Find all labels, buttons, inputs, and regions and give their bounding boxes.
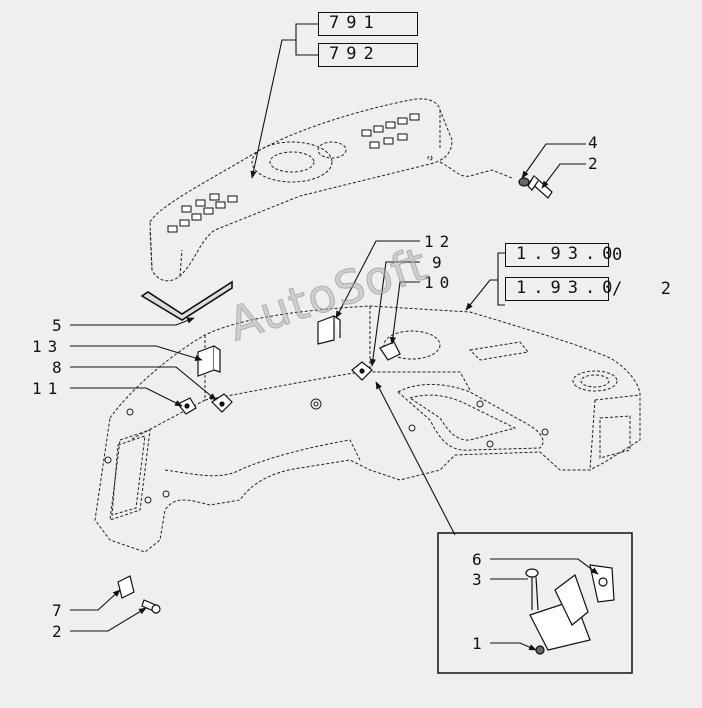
part-label-5: 5 (52, 316, 68, 335)
part-label-9: 9 (432, 253, 448, 272)
instrument-panel-cover (149, 98, 513, 282)
part-label-13: 13 (32, 337, 64, 356)
part-label-11: 11 (32, 379, 64, 398)
part-label-10: 10 (424, 273, 456, 292)
bolt-and-washer-top (518, 175, 553, 199)
ref-box-1930: 1.93.0 (505, 243, 612, 267)
ref-box-791: 791 (318, 12, 418, 36)
part-label-4: 4 (588, 133, 604, 152)
ref-box-19302: 1.93.0 (505, 277, 612, 301)
part-label-12: 12 (424, 232, 456, 251)
bolt-and-clip-bottom (117, 575, 161, 614)
part-label-3: 3 (472, 570, 488, 589)
clip-9 (351, 361, 373, 381)
dashboard-body (94, 305, 641, 553)
part-label-2-top: 2 (588, 154, 604, 173)
switch-row-left (167, 193, 238, 233)
part-label-2-bottom: 2 (52, 622, 68, 641)
clip-10 (379, 341, 401, 361)
part-label-1: 1 (472, 634, 488, 653)
detail-inset (437, 532, 633, 674)
part-label-7: 7 (52, 601, 68, 620)
clip-11 (177, 397, 197, 415)
clip-8 (211, 393, 233, 413)
part-label-8: 8 (52, 358, 68, 377)
seal-strip-5 (140, 280, 233, 321)
ref-box-1930-suffix: 0 (612, 245, 629, 265)
mounting-holes (104, 398, 549, 504)
ref-box-792: 792 (318, 43, 418, 67)
part-label-6: 6 (472, 550, 488, 569)
callout-lines (70, 23, 599, 651)
ref-box-19302-suffix: / 2 (612, 279, 677, 299)
switch-row-right (361, 113, 420, 149)
clip-13 (197, 345, 221, 377)
